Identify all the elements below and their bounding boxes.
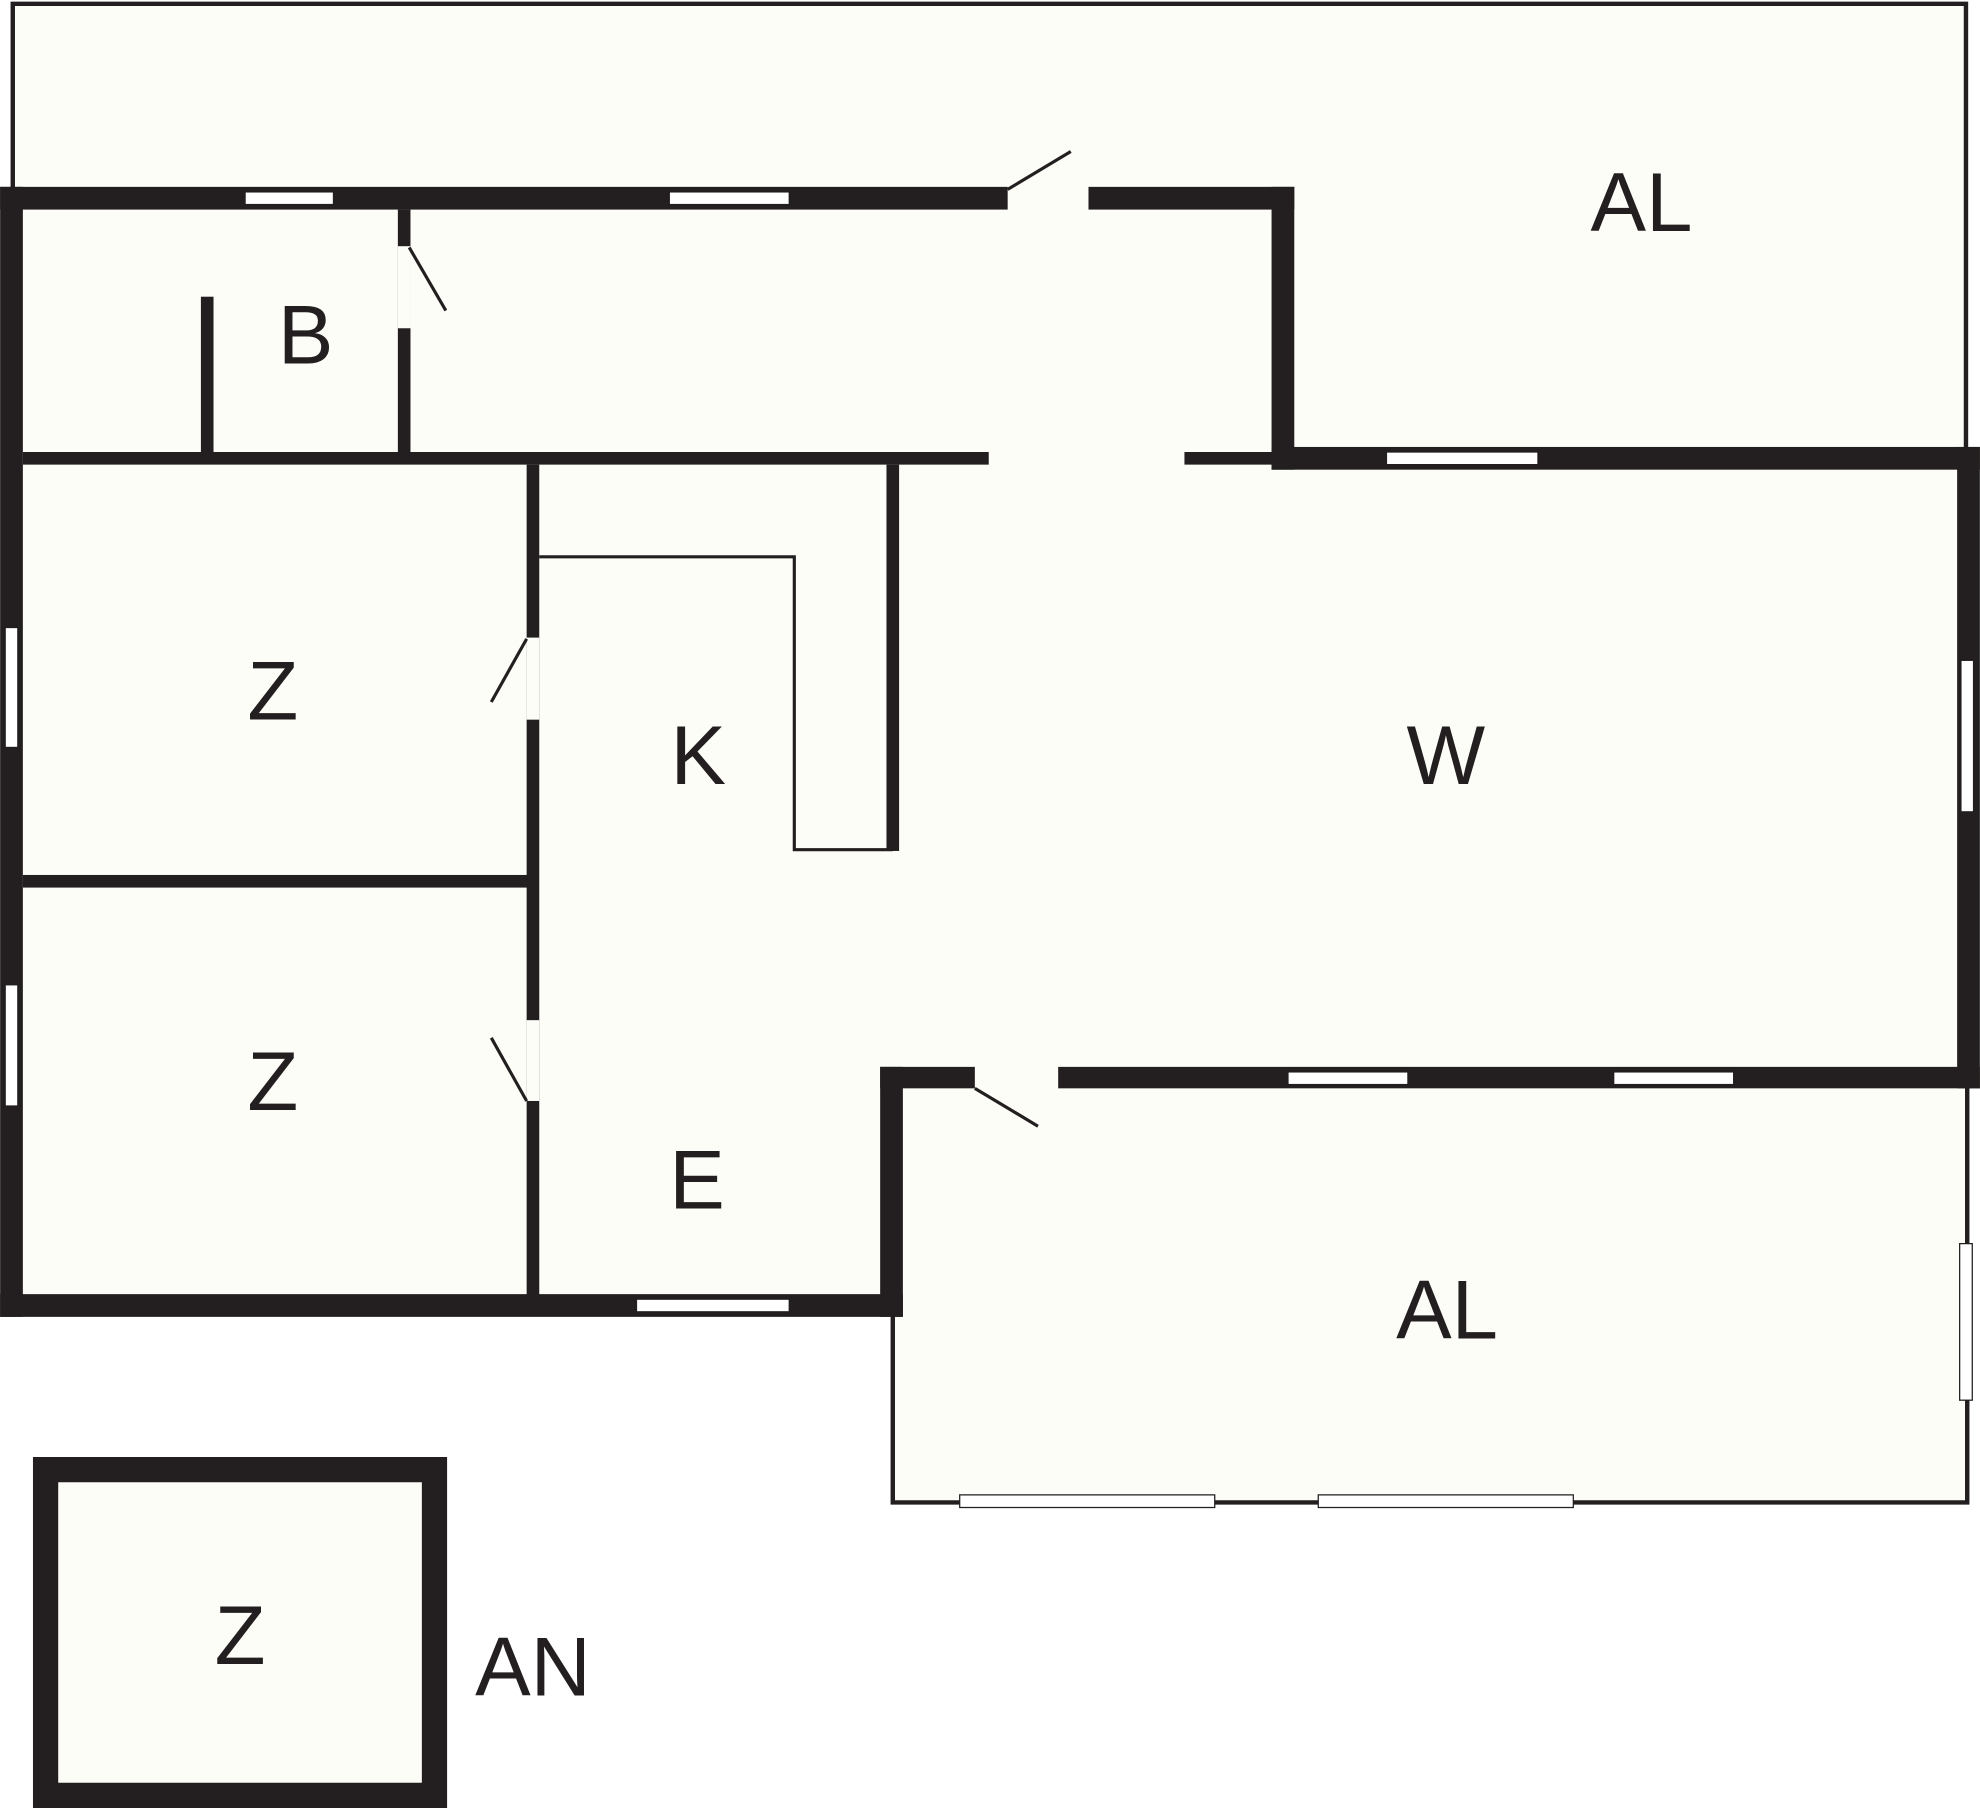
- door-swings: [407, 150, 1072, 1128]
- door-openings: [397, 185, 1089, 1101]
- annex-walls: [32, 1457, 448, 1808]
- bathroom-door-icon: [407, 246, 448, 312]
- room-label-bathroom: B: [278, 289, 334, 382]
- room-label-bedroom-1: Z: [247, 645, 298, 738]
- room-label-balcony-bottom: AL: [1396, 1263, 1498, 1356]
- windows: [4, 191, 1975, 1509]
- balcony-top-door-icon: [1006, 150, 1072, 191]
- room-label-kitchen: K: [671, 709, 727, 802]
- kitchen-counter: [539, 555, 893, 852]
- room-label-bedroom-2: Z: [247, 1035, 298, 1128]
- room-label-balcony-top: AL: [1591, 156, 1693, 249]
- room-label-living-room: W: [1406, 709, 1485, 802]
- bedroom-1-door-icon: [489, 638, 529, 703]
- room-label-annex-room: Z: [215, 1589, 266, 1682]
- room-label-entrance: E: [669, 1133, 725, 1226]
- bedroom-2-door-icon: [489, 1037, 529, 1102]
- balcony-bottom-door-icon: [974, 1086, 1039, 1128]
- floor-areas: [10, 3, 1968, 1796]
- annex-label: AN: [475, 1621, 591, 1714]
